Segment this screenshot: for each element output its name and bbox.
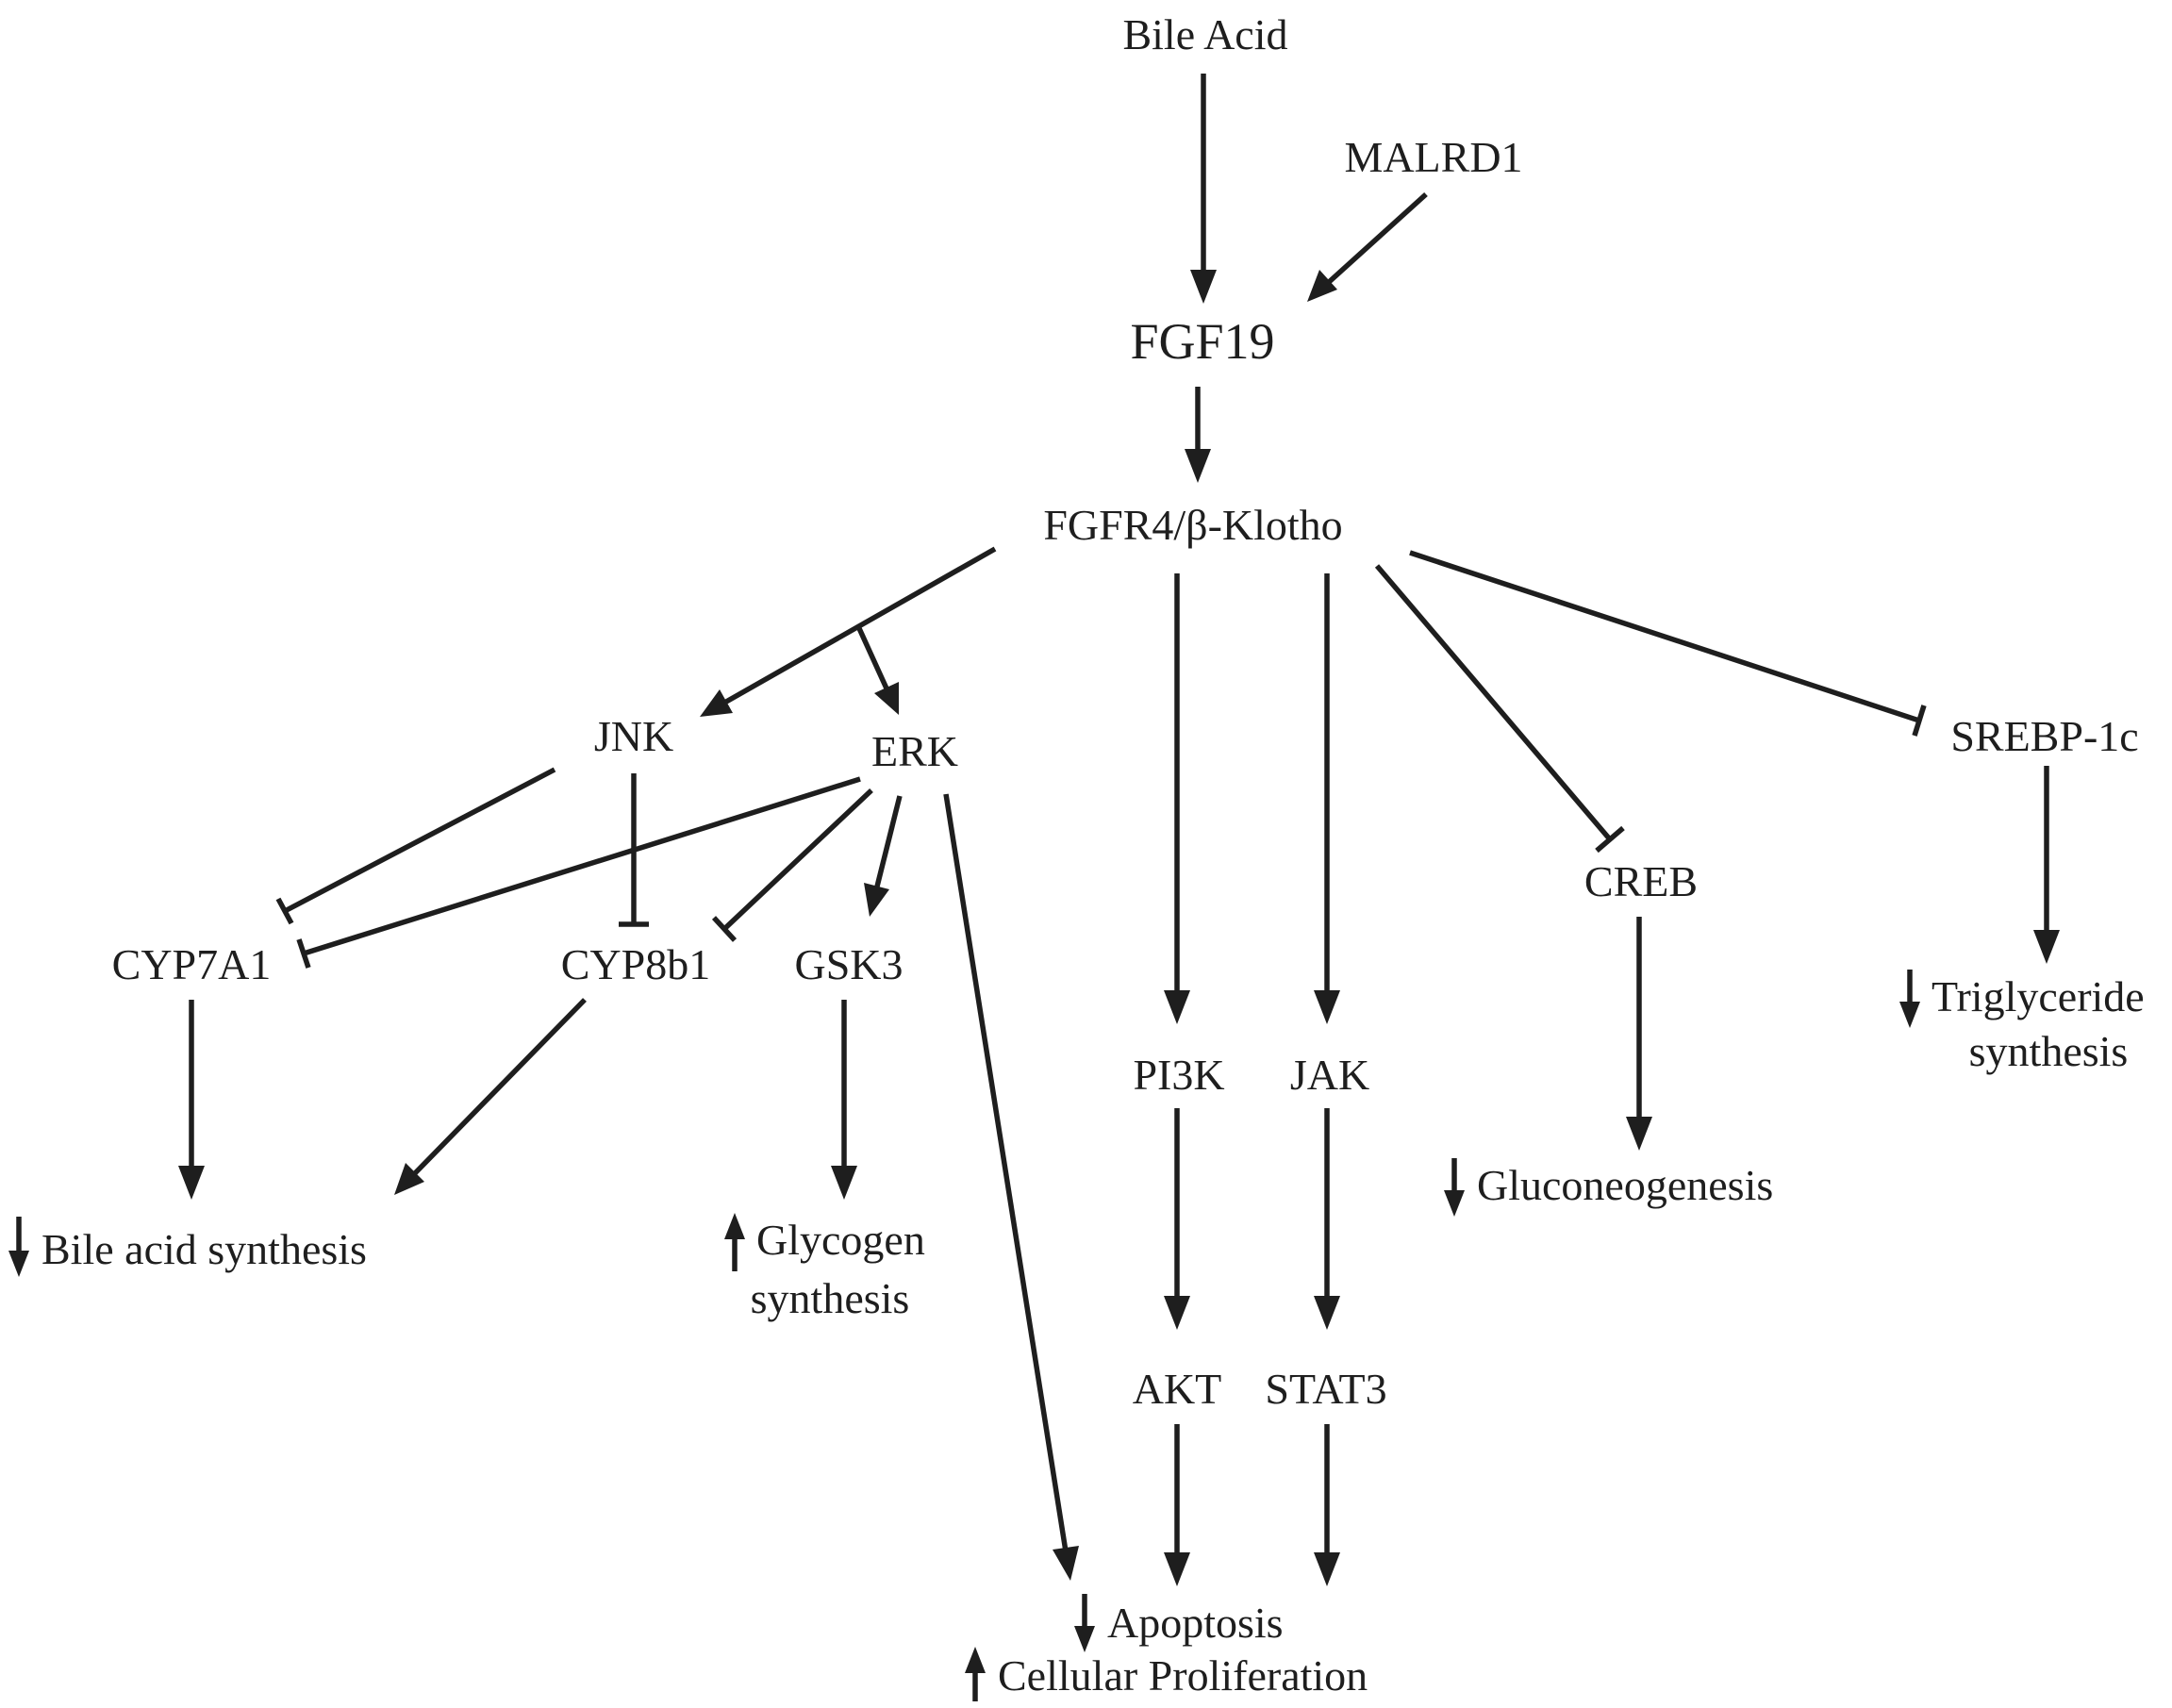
nodes: Bile Acid MALRD1 FGF19 FGFR4/β-Klotho JN… — [112, 10, 2139, 1413]
node-pi3k: PI3K — [1133, 1051, 1224, 1099]
inhibition-bar-cyp8b1-erk — [711, 916, 738, 942]
edge-fgfr4-inhibits-creb — [1374, 564, 1613, 841]
arrowhead-fgf19-from-bile-acid — [1190, 270, 1217, 304]
node-malrd1: MALRD1 — [1344, 133, 1522, 181]
down-arrow-icon — [1074, 1594, 1095, 1652]
arrowhead-fgf19-from-malrd1 — [1307, 270, 1337, 302]
edge-erk-to-gsk3 — [874, 795, 903, 887]
edge-fgfr4-inhibits-srebp1c — [1409, 550, 1920, 723]
edge-erk-inhibits-cyp8b1 — [722, 788, 873, 932]
outcome-glycogen-line1: Glycogen — [756, 1216, 925, 1264]
edge-erk-to-apoptosis — [943, 793, 1069, 1552]
node-gsk3: GSK3 — [794, 940, 903, 988]
node-akt: AKT — [1133, 1365, 1222, 1413]
node-fgf19: FGF19 — [1130, 313, 1274, 370]
inhibition-bar-srebp1c — [1912, 705, 1927, 737]
node-stat3: STAT3 — [1265, 1365, 1386, 1413]
outcomes: Bile acid synthesis Glycogen synthesis G… — [41, 972, 2145, 1700]
inhibition-bar-cyp7a1-erk — [296, 938, 311, 969]
edge-fgfr4-to-erk — [855, 624, 889, 690]
node-jak: JAK — [1290, 1051, 1369, 1099]
arrowhead-apoptosis-from-stat3 — [1314, 1552, 1340, 1586]
arrowhead-pi3k — [1164, 990, 1190, 1024]
edge-jnk-inhibits-cyp7a1 — [283, 767, 556, 914]
arrowhead-bile-synthesis-from-cyp8b1 — [394, 1163, 424, 1195]
inhibition-bar-cyp7a1-jnk — [275, 897, 294, 925]
node-erk: ERK — [871, 727, 958, 775]
outcome-cellular-proliferation: Cellular Proliferation — [998, 1651, 1368, 1700]
outcome-bile-acid-synthesis: Bile acid synthesis — [41, 1225, 367, 1273]
outcome-triglyceride-line1: Triglyceride — [1932, 972, 2145, 1020]
node-creb: CREB — [1584, 857, 1698, 905]
edges — [178, 74, 2060, 1586]
arrowhead-jnk — [700, 689, 733, 717]
edge-erk-inhibits-cyp7a1 — [303, 776, 861, 956]
arrowhead-akt — [1164, 1296, 1190, 1330]
arrowhead-apoptosis-from-erk — [1053, 1546, 1079, 1581]
node-jnk: JNK — [594, 712, 673, 760]
up-arrow-icon — [724, 1213, 745, 1271]
outcome-glycogen-line2: synthesis — [751, 1274, 910, 1322]
arrowhead-gsk3 — [864, 883, 889, 917]
down-arrow-icon — [1444, 1158, 1465, 1217]
arrowhead-glycogen — [831, 1166, 857, 1200]
node-fgfr4-klotho: FGFR4/β-Klotho — [1043, 501, 1342, 549]
node-srebp1c: SREBP-1c — [1950, 712, 2138, 760]
arrowhead-stat3 — [1314, 1296, 1340, 1330]
edge-malrd1-to-fgf19 — [1326, 191, 1428, 286]
edge-cyp8b1-to-bile-synthesis — [413, 998, 587, 1175]
arrowhead-jak — [1314, 990, 1340, 1024]
arrowhead-erk — [874, 682, 899, 715]
direction-indicators — [8, 970, 1920, 1701]
outcome-triglyceride-line2: synthesis — [1969, 1027, 2129, 1075]
arrowhead-fgfr4 — [1185, 449, 1211, 483]
node-cyp8b1: CYP8b1 — [561, 940, 710, 988]
down-arrow-icon — [1899, 970, 1920, 1028]
arrowhead-bile-synthesis-from-cyp7a1 — [178, 1166, 205, 1200]
arrowhead-gluconeogenesis — [1626, 1117, 1652, 1151]
arrowhead-triglyceride — [2033, 930, 2060, 964]
inhibition-bar-creb — [1595, 825, 1625, 854]
outcome-apoptosis: Apoptosis — [1107, 1599, 1284, 1647]
outcome-gluconeogenesis: Gluconeogenesis — [1477, 1161, 1773, 1209]
node-bile-acid: Bile Acid — [1122, 10, 1287, 58]
node-cyp7a1: CYP7A1 — [112, 940, 272, 988]
up-arrow-icon — [965, 1647, 986, 1701]
down-arrow-icon — [8, 1217, 29, 1277]
arrowhead-apoptosis-from-akt — [1164, 1552, 1190, 1586]
